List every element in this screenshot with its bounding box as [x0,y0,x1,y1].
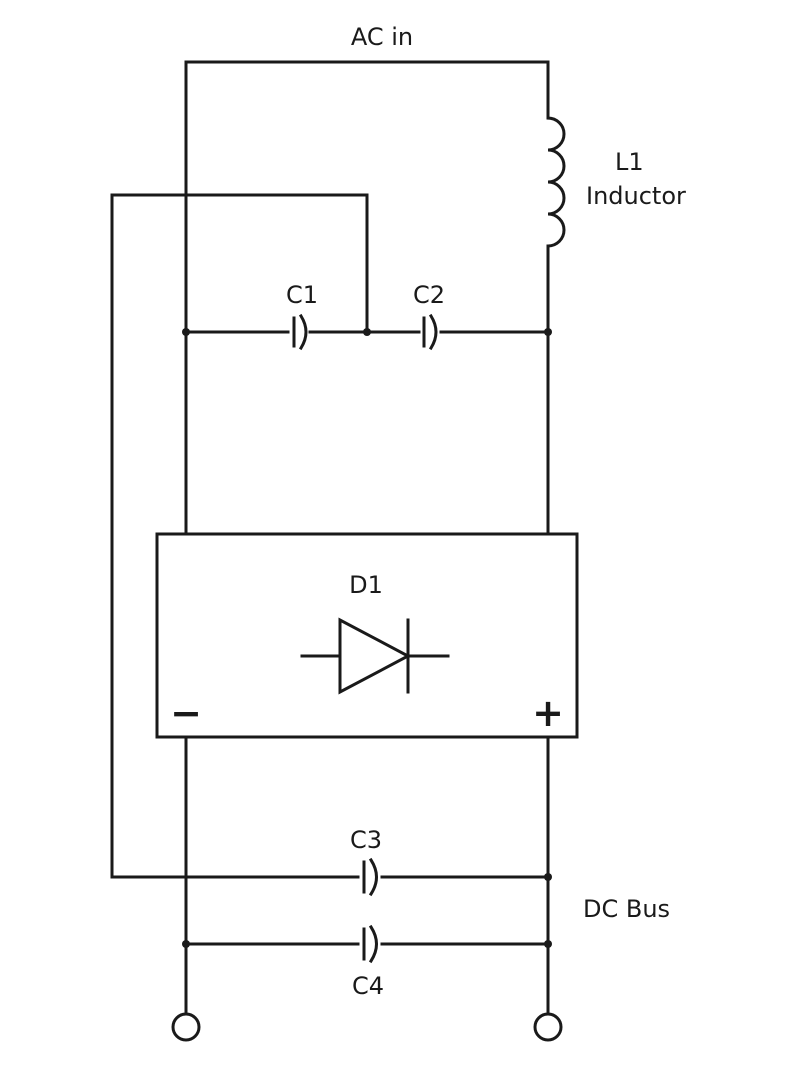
minus-terminal-label: − [170,691,202,735]
positive-output-terminal [533,1012,563,1042]
junction-node [544,873,552,881]
c2-label: C2 [413,281,445,309]
ac-in-label: AC in [351,23,413,51]
c3-label: C3 [350,826,382,854]
junction-node [182,328,190,336]
capacitor-c4 [362,924,378,964]
junction-node [182,940,190,948]
plus-terminal-label: + [532,691,564,735]
diode-symbol [300,617,450,695]
negative-output-terminal [171,1012,201,1042]
dc-bus-label: DC Bus [583,895,670,923]
inductor-l1 [546,116,566,262]
rectifier-d1-box [155,532,579,739]
capacitor-c2 [422,313,438,351]
junction-node [544,328,552,336]
c1-label: C1 [286,281,318,309]
c4-label: C4 [352,972,384,1000]
l1-label: L1 [615,148,644,176]
junction-node [544,940,552,948]
d1-label: D1 [349,571,383,599]
ac-input-wire [184,60,550,536]
feedback-wire [110,193,369,879]
capacitor-c1 [292,313,308,351]
capacitor-c3 [362,857,378,897]
junction-node [363,328,371,336]
inductor-label: Inductor [586,182,686,210]
